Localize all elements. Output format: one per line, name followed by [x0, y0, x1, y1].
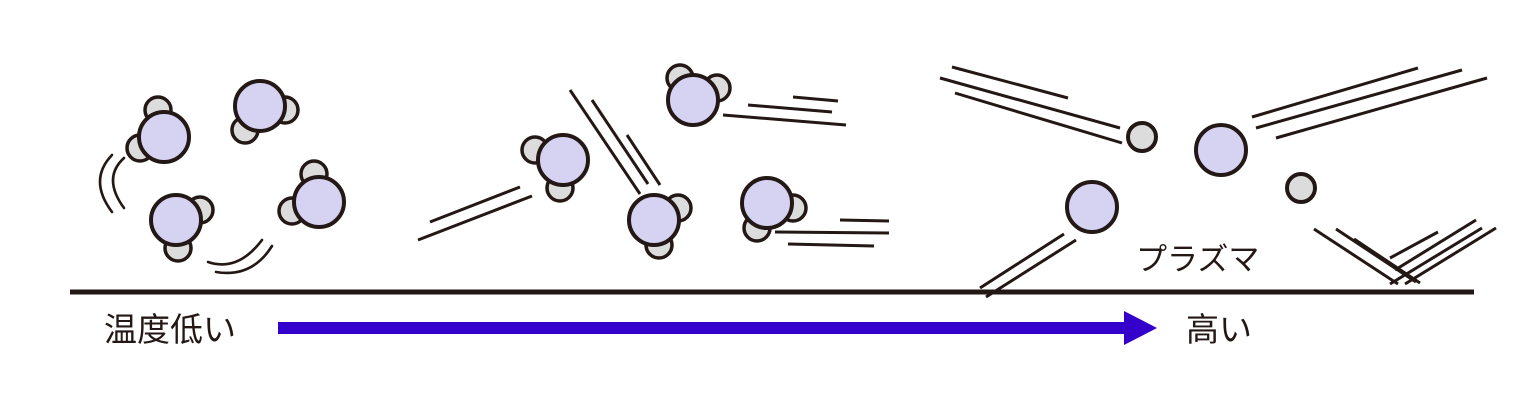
- molecule: [125, 95, 191, 164]
- particle: [1065, 180, 1119, 234]
- particle: [1285, 172, 1317, 204]
- molecule: [520, 133, 590, 203]
- molecule: [230, 79, 300, 145]
- molecule: [627, 193, 693, 260]
- motion-arcs: [98, 153, 274, 275]
- stage-mid-molecules: [417, 63, 890, 260]
- label-high-temperature: 高い: [1186, 310, 1252, 349]
- particle: [1126, 121, 1158, 153]
- molecule: [740, 176, 808, 243]
- temperature-arrow: [278, 311, 1157, 345]
- particle: [1194, 123, 1248, 177]
- molecule: [665, 63, 732, 127]
- label-low-temperature: 温度低い: [104, 310, 236, 349]
- molecule: [277, 159, 346, 229]
- stage-low-molecules: [98, 79, 346, 275]
- motion-lines: [939, 65, 1497, 299]
- stage-plasma-particles: [939, 65, 1497, 299]
- label-plasma: プラズマ: [1136, 242, 1260, 278]
- molecule: [149, 193, 215, 263]
- motion-lines: [417, 89, 890, 248]
